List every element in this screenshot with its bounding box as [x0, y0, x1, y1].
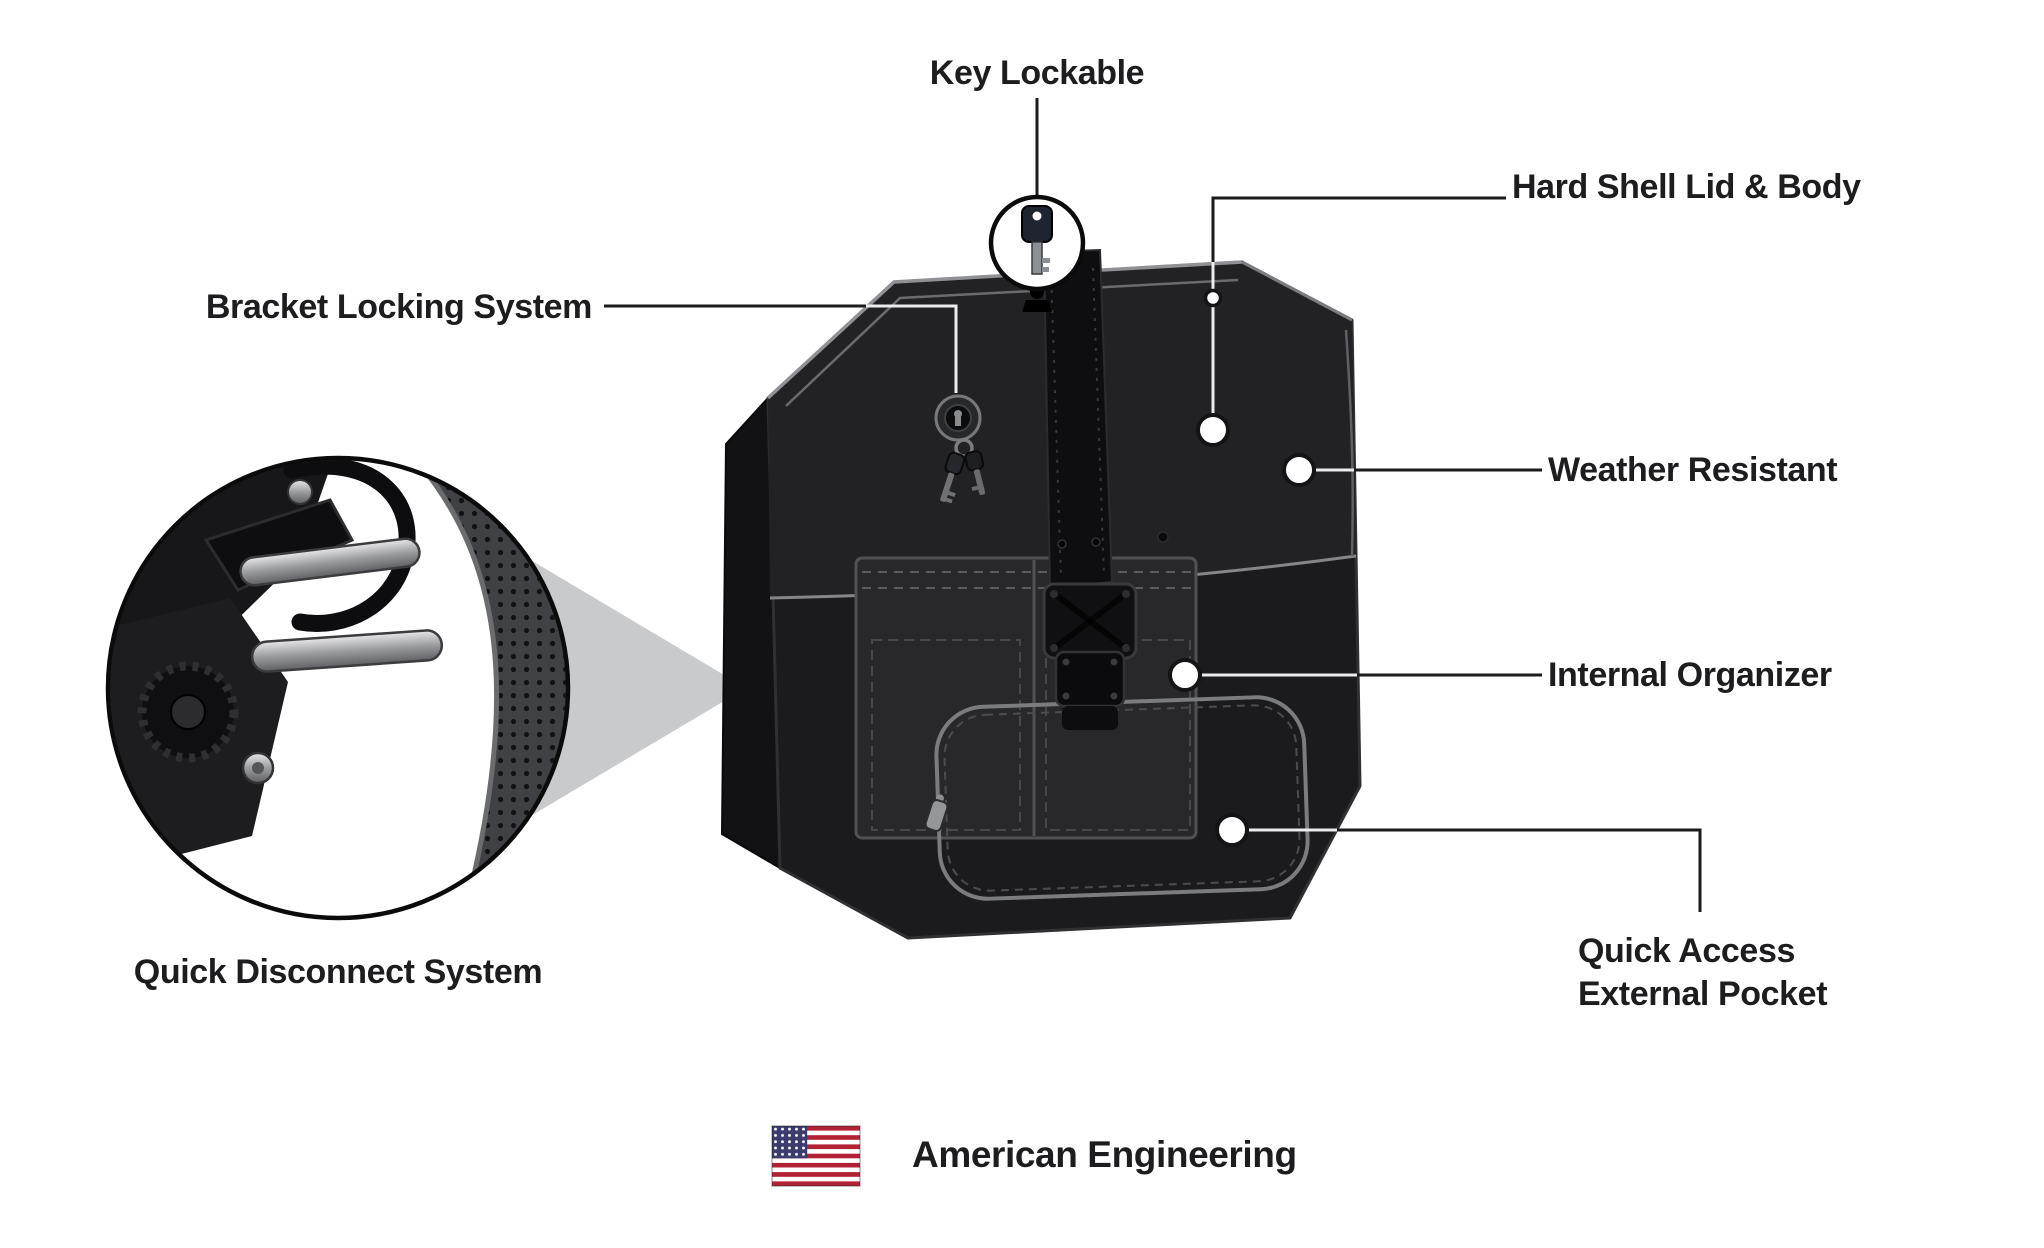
callout-line-bracket-onbag — [866, 304, 958, 393]
saddlebag-illustration — [720, 248, 1362, 940]
callout-dot-hard-shell — [1203, 288, 1223, 308]
callout-marker-internal — [1168, 658, 1202, 692]
callout-line-hard-shell — [1211, 196, 1506, 262]
key-icon — [1021, 205, 1053, 275]
lid-strap — [1042, 248, 1114, 590]
mounting-pin-lower — [250, 629, 444, 673]
edge-highlight-top-right — [1241, 260, 1353, 322]
rivet — [1157, 531, 1169, 543]
zoom-wedge — [524, 556, 746, 820]
callout-line-quick-access — [1337, 828, 1702, 912]
edge-inner-line — [785, 278, 1239, 407]
footer-tagline: American Engineering — [912, 1134, 1297, 1175]
keyhole-lock-icon — [934, 394, 986, 504]
hanging-key2-icon — [964, 450, 986, 495]
callout-label-internal-organizer: Internal Organizer — [1548, 656, 1832, 694]
callout-marker-weather — [1282, 453, 1316, 487]
key-badge — [988, 194, 1086, 292]
callout-markers — [1168, 288, 1316, 847]
hanging-key-icon — [940, 451, 966, 504]
callout-label-weather-resistant: Weather Resistant — [1548, 451, 1838, 489]
us-flag-icon — [771, 1125, 861, 1187]
callout-label-quick-disconnect: Quick Disconnect System — [133, 953, 543, 991]
callout-marker-quick-access — [1215, 813, 1249, 847]
internal-organizer — [854, 556, 1198, 840]
lid-side-seam — [1344, 329, 1354, 557]
callout-lines — [604, 98, 1702, 912]
mounting-pin-upper — [239, 537, 421, 587]
edge-highlight-top-left — [766, 260, 1243, 400]
zipper-pull-icon — [924, 794, 949, 832]
callout-label-quick-access: Quick Access External Pocket — [1578, 932, 1828, 1013]
callout-label-key-lockable: Key Lockable — [929, 54, 1145, 92]
callout-label-bracket-locking: Bracket Locking System — [205, 288, 593, 326]
quick-disconnect-inset — [105, 455, 571, 921]
strap-buckle — [1042, 582, 1138, 730]
callout-marker-hard-shell — [1196, 413, 1230, 447]
callout-label-hard-shell: Hard Shell Lid & Body — [1512, 168, 1861, 206]
